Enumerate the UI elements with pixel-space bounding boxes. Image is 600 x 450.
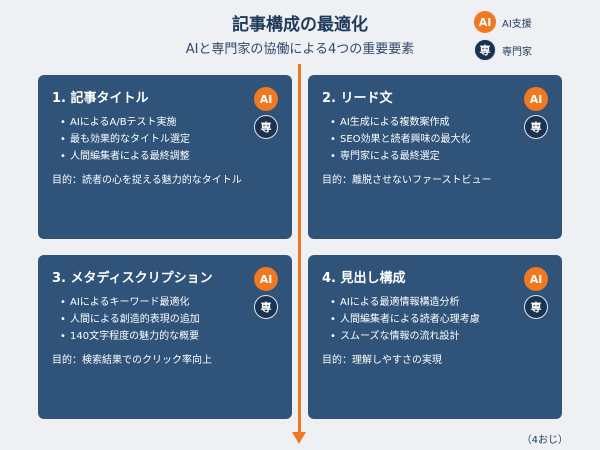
list-item: 最も効果的なタイトル選定 bbox=[60, 133, 278, 146]
card-title: 4. 見出し構成 bbox=[322, 271, 406, 286]
page-title: 記事構成の最適化 bbox=[232, 15, 368, 35]
card-goal: 目的：検索結果でのクリック率向上 bbox=[52, 355, 212, 366]
list-item: 人間編集者による読者心理考慮 bbox=[330, 313, 548, 326]
card-title: 2. リード文 bbox=[322, 91, 393, 106]
ai-badge-icon: AI bbox=[254, 267, 278, 291]
list-item: 人間編集者による最終調整 bbox=[60, 150, 278, 163]
expert-badge-icon: 専 bbox=[524, 295, 548, 319]
card-article-title: 1. 記事タイトル AIによるA/Bテスト実施 最も効果的なタイトル選定 人間編… bbox=[38, 75, 292, 239]
list-item: AI生成による複数案作成 bbox=[330, 116, 548, 129]
expert-badge-icon: 専 bbox=[254, 115, 278, 139]
list-item: SEO効果と読者興味の最大化 bbox=[330, 133, 548, 146]
card-list: AIによる最適情報構造分析 人間編集者による読者心理考慮 スムーズな情報の流れ設… bbox=[322, 296, 548, 343]
card-heading-structure: 4. 見出し構成 AIによる最適情報構造分析 人間編集者による読者心理考慮 スム… bbox=[308, 255, 562, 419]
card-title: 3. メタディスクリプション bbox=[52, 271, 213, 286]
ai-badge-icon: AI bbox=[524, 87, 548, 111]
expert-badge-icon: 専 bbox=[524, 115, 548, 139]
list-item: 140文字程度の魅力的な概要 bbox=[60, 330, 278, 343]
flow-arrow-line bbox=[298, 64, 301, 434]
author-credit: （4おじ） bbox=[521, 435, 568, 446]
legend-ai: AI AI支援 bbox=[474, 10, 532, 34]
list-item: AIによる最適情報構造分析 bbox=[330, 296, 548, 309]
list-item: 専門家による最終選定 bbox=[330, 150, 548, 163]
list-item: AIによるキーワード最適化 bbox=[60, 296, 278, 309]
card-goal: 目的：読者の心を捉える魅力的なタイトル bbox=[52, 175, 242, 186]
card-goal: 目的：離脱させないファーストビュー bbox=[322, 175, 492, 186]
card-list: AI生成による複数案作成 SEO効果と読者興味の最大化 専門家による最終選定 bbox=[322, 116, 548, 163]
expert-badge-icon: 専 bbox=[474, 39, 496, 61]
legend-expert: 専 専門家 bbox=[474, 38, 532, 62]
ai-badge-icon: AI bbox=[474, 11, 496, 33]
card-list: AIによるキーワード最適化 人間による創造的表現の追加 140文字程度の魅力的な… bbox=[52, 296, 278, 343]
ai-badge-icon: AI bbox=[524, 267, 548, 291]
list-item: スムーズな情報の流れ設計 bbox=[330, 330, 548, 343]
list-item: 人間による創造的表現の追加 bbox=[60, 313, 278, 326]
flow-arrow-head-icon bbox=[292, 432, 306, 444]
legend-ai-label: AI支援 bbox=[502, 18, 532, 30]
card-meta-description: 3. メタディスクリプション AIによるキーワード最適化 人間による創造的表現の… bbox=[38, 255, 292, 419]
card-title: 1. 記事タイトル bbox=[52, 91, 149, 106]
legend-expert-label: 専門家 bbox=[502, 46, 532, 58]
card-list: AIによるA/Bテスト実施 最も効果的なタイトル選定 人間編集者による最終調整 bbox=[52, 116, 278, 163]
legend: AI AI支援 専 専門家 bbox=[474, 10, 532, 66]
page-subtitle: AIと専門家の協働による4つの重要要素 bbox=[185, 42, 415, 57]
ai-badge-icon: AI bbox=[254, 87, 278, 111]
card-goal: 目的：理解しやすさの実現 bbox=[322, 355, 442, 366]
list-item: AIによるA/Bテスト実施 bbox=[60, 116, 278, 129]
card-lead-text: 2. リード文 AI生成による複数案作成 SEO効果と読者興味の最大化 専門家に… bbox=[308, 75, 562, 239]
expert-badge-icon: 専 bbox=[254, 295, 278, 319]
